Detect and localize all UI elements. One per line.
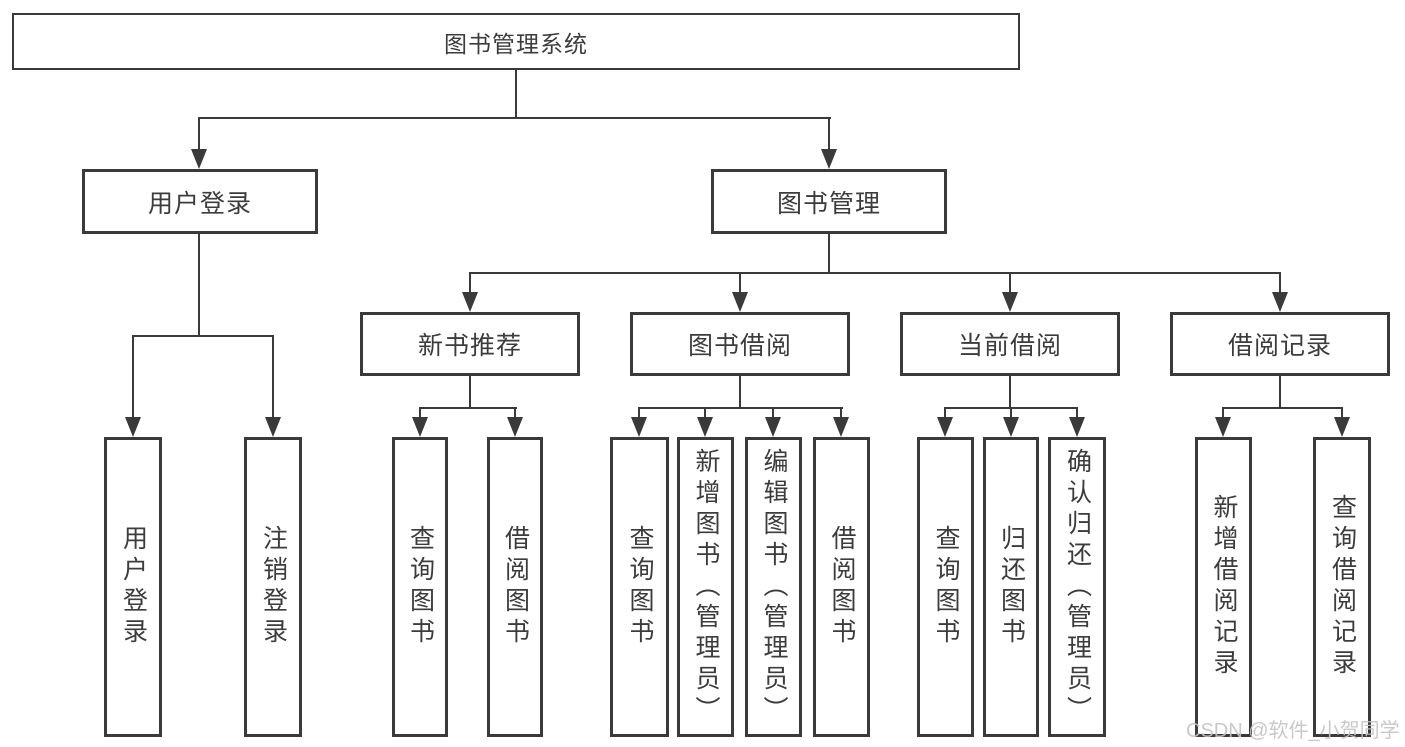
leaf-borrow-books-recommend: 借阅图书 — [487, 437, 543, 737]
leaf-query-books-current: 查询图书 — [917, 437, 974, 737]
arrow-down-icon — [821, 149, 837, 169]
node-label: 查询图书 — [626, 525, 654, 649]
connector-line — [419, 407, 517, 409]
leaf-user-login: 用户登录 — [104, 437, 162, 737]
arrow-down-icon — [937, 417, 953, 437]
arrow-down-icon — [191, 149, 207, 169]
connector-line — [1009, 272, 1011, 293]
leaf-query-books-recommend: 查询图书 — [392, 437, 448, 737]
leaf-confirm-return-admin: 确认归还（管理员） — [1048, 437, 1106, 737]
node-label: 当前借阅 — [957, 332, 1062, 360]
arrow-down-icon — [462, 292, 478, 312]
arrow-down-icon — [631, 417, 647, 437]
node-user-login: 用户登录 — [82, 169, 318, 234]
node-label: 借阅图书 — [828, 525, 856, 649]
connector-line — [132, 335, 134, 418]
arrow-down-icon — [833, 417, 849, 437]
node-label: 查询图书 — [406, 525, 435, 649]
arrow-down-icon — [765, 417, 781, 437]
connector-line — [828, 234, 830, 273]
connector-line — [419, 407, 421, 418]
leaf-add-book-admin: 新增图书（管理员） — [677, 437, 734, 737]
connector-line — [515, 70, 517, 118]
node-label: 确认归还（管理员） — [1063, 447, 1092, 727]
connector-line — [739, 272, 741, 293]
node-label: 图书管理系统 — [444, 30, 588, 57]
arrow-down-icon — [1334, 417, 1350, 437]
node-book-borrowing: 图书借阅 — [630, 312, 850, 376]
connector-line — [272, 335, 274, 418]
leaf-return-book: 归还图书 — [983, 437, 1039, 737]
node-label: 借阅图书 — [501, 525, 530, 649]
connector-line — [840, 407, 842, 418]
connector-line — [1009, 376, 1011, 408]
connector-line — [1279, 376, 1281, 408]
connector-line — [514, 407, 516, 418]
connector-line — [638, 407, 843, 409]
arrow-down-icon — [697, 417, 713, 437]
leaf-query-borrow-record: 查询借阅记录 — [1313, 437, 1371, 737]
node-label: 借阅记录 — [1227, 332, 1332, 360]
node-label: 查询借阅记录 — [1328, 494, 1357, 680]
leaf-borrow-books: 借阅图书 — [813, 437, 870, 737]
connector-line — [638, 407, 640, 418]
node-label: 查询图书 — [932, 525, 960, 649]
connector-line — [1222, 407, 1224, 418]
connector-line — [198, 117, 831, 119]
connector-line — [828, 117, 830, 150]
arrow-down-icon — [1003, 417, 1019, 437]
connector-line — [704, 407, 706, 418]
arrow-down-icon — [1002, 292, 1018, 312]
node-current-borrowing: 当前借阅 — [900, 312, 1120, 376]
connector-line — [469, 272, 471, 293]
node-borrowing-records: 借阅记录 — [1170, 312, 1390, 376]
connector-line — [739, 376, 741, 408]
leaf-query-books-borrowing: 查询图书 — [610, 437, 669, 737]
connector-line — [1341, 407, 1343, 418]
connector-line — [198, 117, 200, 150]
leaf-logout: 注销登录 — [244, 437, 302, 737]
connector-line — [469, 376, 471, 408]
node-label: 用户登录 — [147, 189, 252, 218]
node-label: 新增图书（管理员） — [692, 447, 720, 727]
arrow-down-icon — [265, 417, 281, 437]
connector-line — [469, 272, 1281, 274]
node-label: 编辑图书（管理员） — [760, 447, 788, 727]
connector-line — [1222, 407, 1343, 409]
connector-line — [772, 407, 774, 418]
arrow-down-icon — [125, 417, 141, 437]
node-label: 新增借阅记录 — [1210, 494, 1238, 680]
node-label: 新书推荐 — [417, 332, 522, 360]
node-label: 用户登录 — [119, 525, 148, 649]
arrow-down-icon — [1215, 417, 1231, 437]
watermark: CSDN @软件_小贺同学 — [1186, 720, 1400, 742]
connector-line — [198, 234, 200, 336]
leaf-add-borrow-record: 新增借阅记录 — [1195, 437, 1252, 737]
connector-line — [132, 335, 274, 337]
arrow-down-icon — [412, 417, 428, 437]
arrow-down-icon — [1272, 292, 1288, 312]
connector-line — [1076, 407, 1078, 418]
leaf-edit-book-admin: 编辑图书（管理员） — [745, 437, 802, 737]
connector-line — [1279, 272, 1281, 293]
arrow-down-icon — [507, 417, 523, 437]
connector-line — [944, 407, 946, 418]
node-book-management: 图书管理 — [711, 169, 947, 234]
arrow-down-icon — [732, 292, 748, 312]
arrow-down-icon — [1069, 417, 1085, 437]
connector-line — [1010, 407, 1012, 418]
node-label: 归还图书 — [997, 525, 1026, 649]
node-label: 图书借阅 — [687, 332, 792, 360]
node-new-book-recommend: 新书推荐 — [360, 312, 580, 376]
node-label: 注销登录 — [259, 525, 288, 649]
node-label: 图书管理 — [776, 189, 881, 218]
node-root: 图书管理系统 — [12, 13, 1020, 70]
